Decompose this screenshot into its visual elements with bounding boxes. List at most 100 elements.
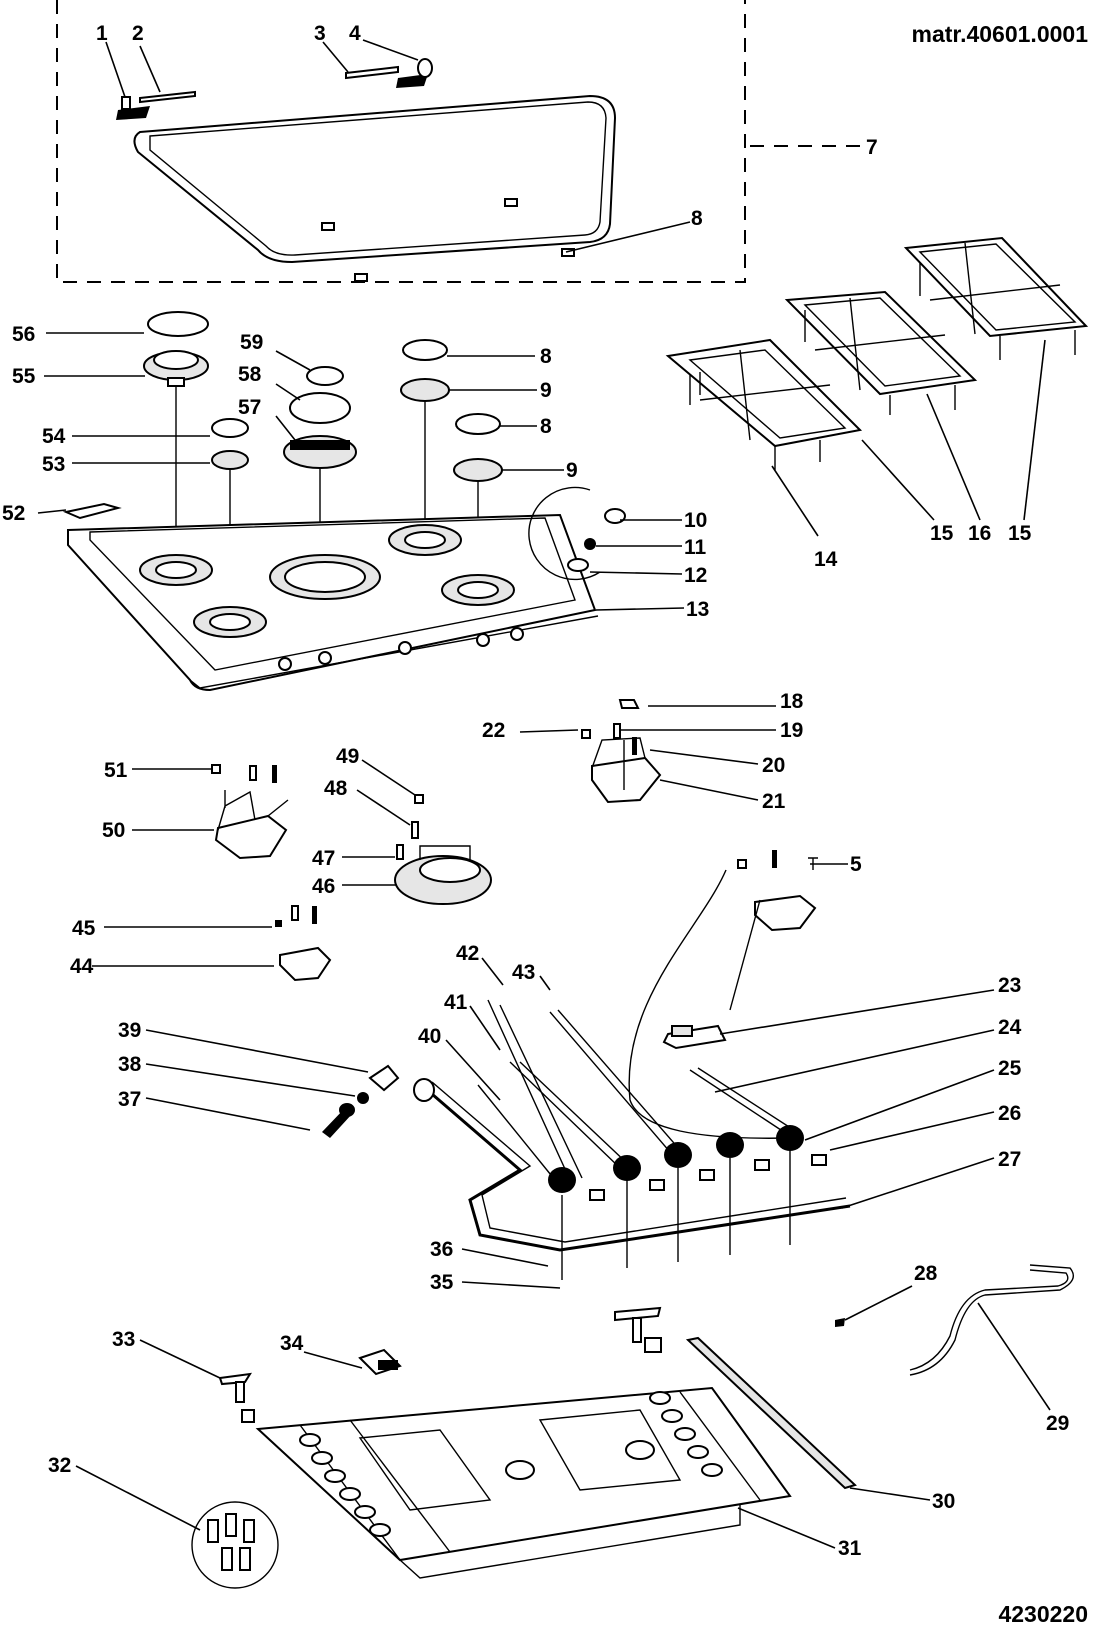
part-label-12: 12 <box>684 564 707 587</box>
part-label-9a: 9 <box>540 379 552 402</box>
part-label-9b: 9 <box>566 459 578 482</box>
part-label-4: 4 <box>349 22 361 45</box>
part-label-52: 52 <box>2 502 25 525</box>
leader-lines-pansupports <box>771 339 1046 537</box>
part-label-40: 40 <box>418 1025 441 1048</box>
part-label-8b: 8 <box>540 415 552 438</box>
part-label-58: 58 <box>238 363 262 386</box>
thermocouples <box>477 869 801 1181</box>
part-label-41: 41 <box>444 991 468 1014</box>
part-label-5: 5 <box>850 853 862 876</box>
part-label-10: 10 <box>684 509 707 532</box>
leader-lines-28-29 <box>844 1285 1051 1411</box>
part-label-55: 55 <box>12 365 36 388</box>
part-label-39: 39 <box>118 1019 141 1042</box>
leader-lines-46 <box>342 759 416 886</box>
elbow-fitting <box>322 1064 400 1138</box>
support-bracket <box>614 1306 662 1353</box>
base-tray <box>255 1386 836 1579</box>
burner-body-50 <box>211 764 289 860</box>
part-label-14: 14 <box>814 548 838 571</box>
part-label-56: 56 <box>12 323 35 346</box>
part-label-48: 48 <box>324 777 348 800</box>
part-label-26: 26 <box>998 1102 1021 1125</box>
gas-taps <box>548 1125 827 1280</box>
part-label-46: 46 <box>312 875 335 898</box>
part-label-25: 25 <box>998 1057 1022 1080</box>
hinge-right <box>345 58 433 88</box>
part-label-49: 49 <box>336 745 359 768</box>
burner-center-large <box>283 366 357 469</box>
part-label-15a: 15 <box>930 522 954 545</box>
glass-lid <box>133 94 617 282</box>
part-label-18: 18 <box>780 690 804 713</box>
part-label-57: 57 <box>238 396 261 419</box>
part-label-44: 44 <box>70 955 94 978</box>
lid-group-box <box>56 0 860 283</box>
part-label-54: 54 <box>42 425 66 448</box>
part-label-34: 34 <box>280 1332 304 1355</box>
screw-28 <box>835 1318 845 1327</box>
model-code: matr.40601.0001 <box>912 21 1089 47</box>
part-label-11: 11 <box>684 536 707 559</box>
cable-29 <box>909 1264 1074 1376</box>
leader-lines-37-43 <box>145 957 551 1131</box>
part-label-30: 30 <box>932 1490 955 1513</box>
part-label-28: 28 <box>914 1262 938 1285</box>
burner-caps-right <box>400 339 503 482</box>
part-label-23: 23 <box>998 974 1021 997</box>
bracket-33 <box>218 1372 255 1423</box>
hinge-left <box>116 90 196 120</box>
leader-lines-33-34 <box>139 1339 363 1379</box>
detail-circle-ignition <box>528 486 626 581</box>
part-label-38: 38 <box>118 1053 142 1076</box>
burner-body-right <box>737 850 848 932</box>
strip-30 <box>685 1336 931 1501</box>
part-label-2: 2 <box>132 22 144 45</box>
part-label-3: 3 <box>314 22 326 45</box>
part-label-36: 36 <box>430 1238 453 1261</box>
leader-lines-44 <box>92 926 274 967</box>
burner-body-21 <box>581 699 662 804</box>
burner-body-46 <box>394 794 492 905</box>
part-label-59: 59 <box>240 331 263 354</box>
clip-52 <box>62 502 122 520</box>
leader-lines-21 <box>519 705 776 801</box>
pan-support-2 <box>784 290 978 415</box>
detail-circle-feet <box>75 1465 279 1589</box>
pan-support-1 <box>665 338 863 470</box>
burner-body-44 <box>275 905 332 982</box>
part-label-53: 53 <box>42 453 65 476</box>
part-label-21: 21 <box>762 790 786 813</box>
leader-lines-top <box>105 39 691 253</box>
part-label-16: 16 <box>968 522 991 545</box>
part-label-42: 42 <box>456 942 479 965</box>
leader-lines-35-36 <box>461 1248 561 1289</box>
part-label-32: 32 <box>48 1454 71 1477</box>
burner-caps-left <box>143 311 249 470</box>
part-label-29: 29 <box>1046 1412 1069 1435</box>
part-label-45: 45 <box>72 917 96 940</box>
part-label-35: 35 <box>430 1271 454 1294</box>
pan-support-3 <box>903 236 1089 360</box>
part-label-15b: 15 <box>1008 522 1032 545</box>
part-label-22: 22 <box>482 719 505 742</box>
part-label-1: 1 <box>96 22 108 45</box>
part-label-43: 43 <box>512 961 535 984</box>
part-label-27: 27 <box>998 1148 1021 1171</box>
part-label-7: 7 <box>866 136 878 159</box>
ignition-unit-23 <box>662 1024 727 1050</box>
part-label-13: 13 <box>686 598 709 621</box>
part-label-20: 20 <box>762 754 785 777</box>
part-label-51: 51 <box>104 759 128 782</box>
part-label-31: 31 <box>838 1537 862 1560</box>
part-label-47: 47 <box>312 847 335 870</box>
part-label-24: 24 <box>998 1016 1022 1039</box>
part-label-19: 19 <box>780 719 803 742</box>
leader-lines-50 <box>132 768 214 831</box>
leader-lines-burners <box>37 332 685 611</box>
part-label-37: 37 <box>118 1088 141 1111</box>
gas-rail <box>413 1078 851 1252</box>
drawing-number: 4230220 <box>998 1601 1088 1627</box>
leader-lines-right-mid <box>714 989 995 1209</box>
